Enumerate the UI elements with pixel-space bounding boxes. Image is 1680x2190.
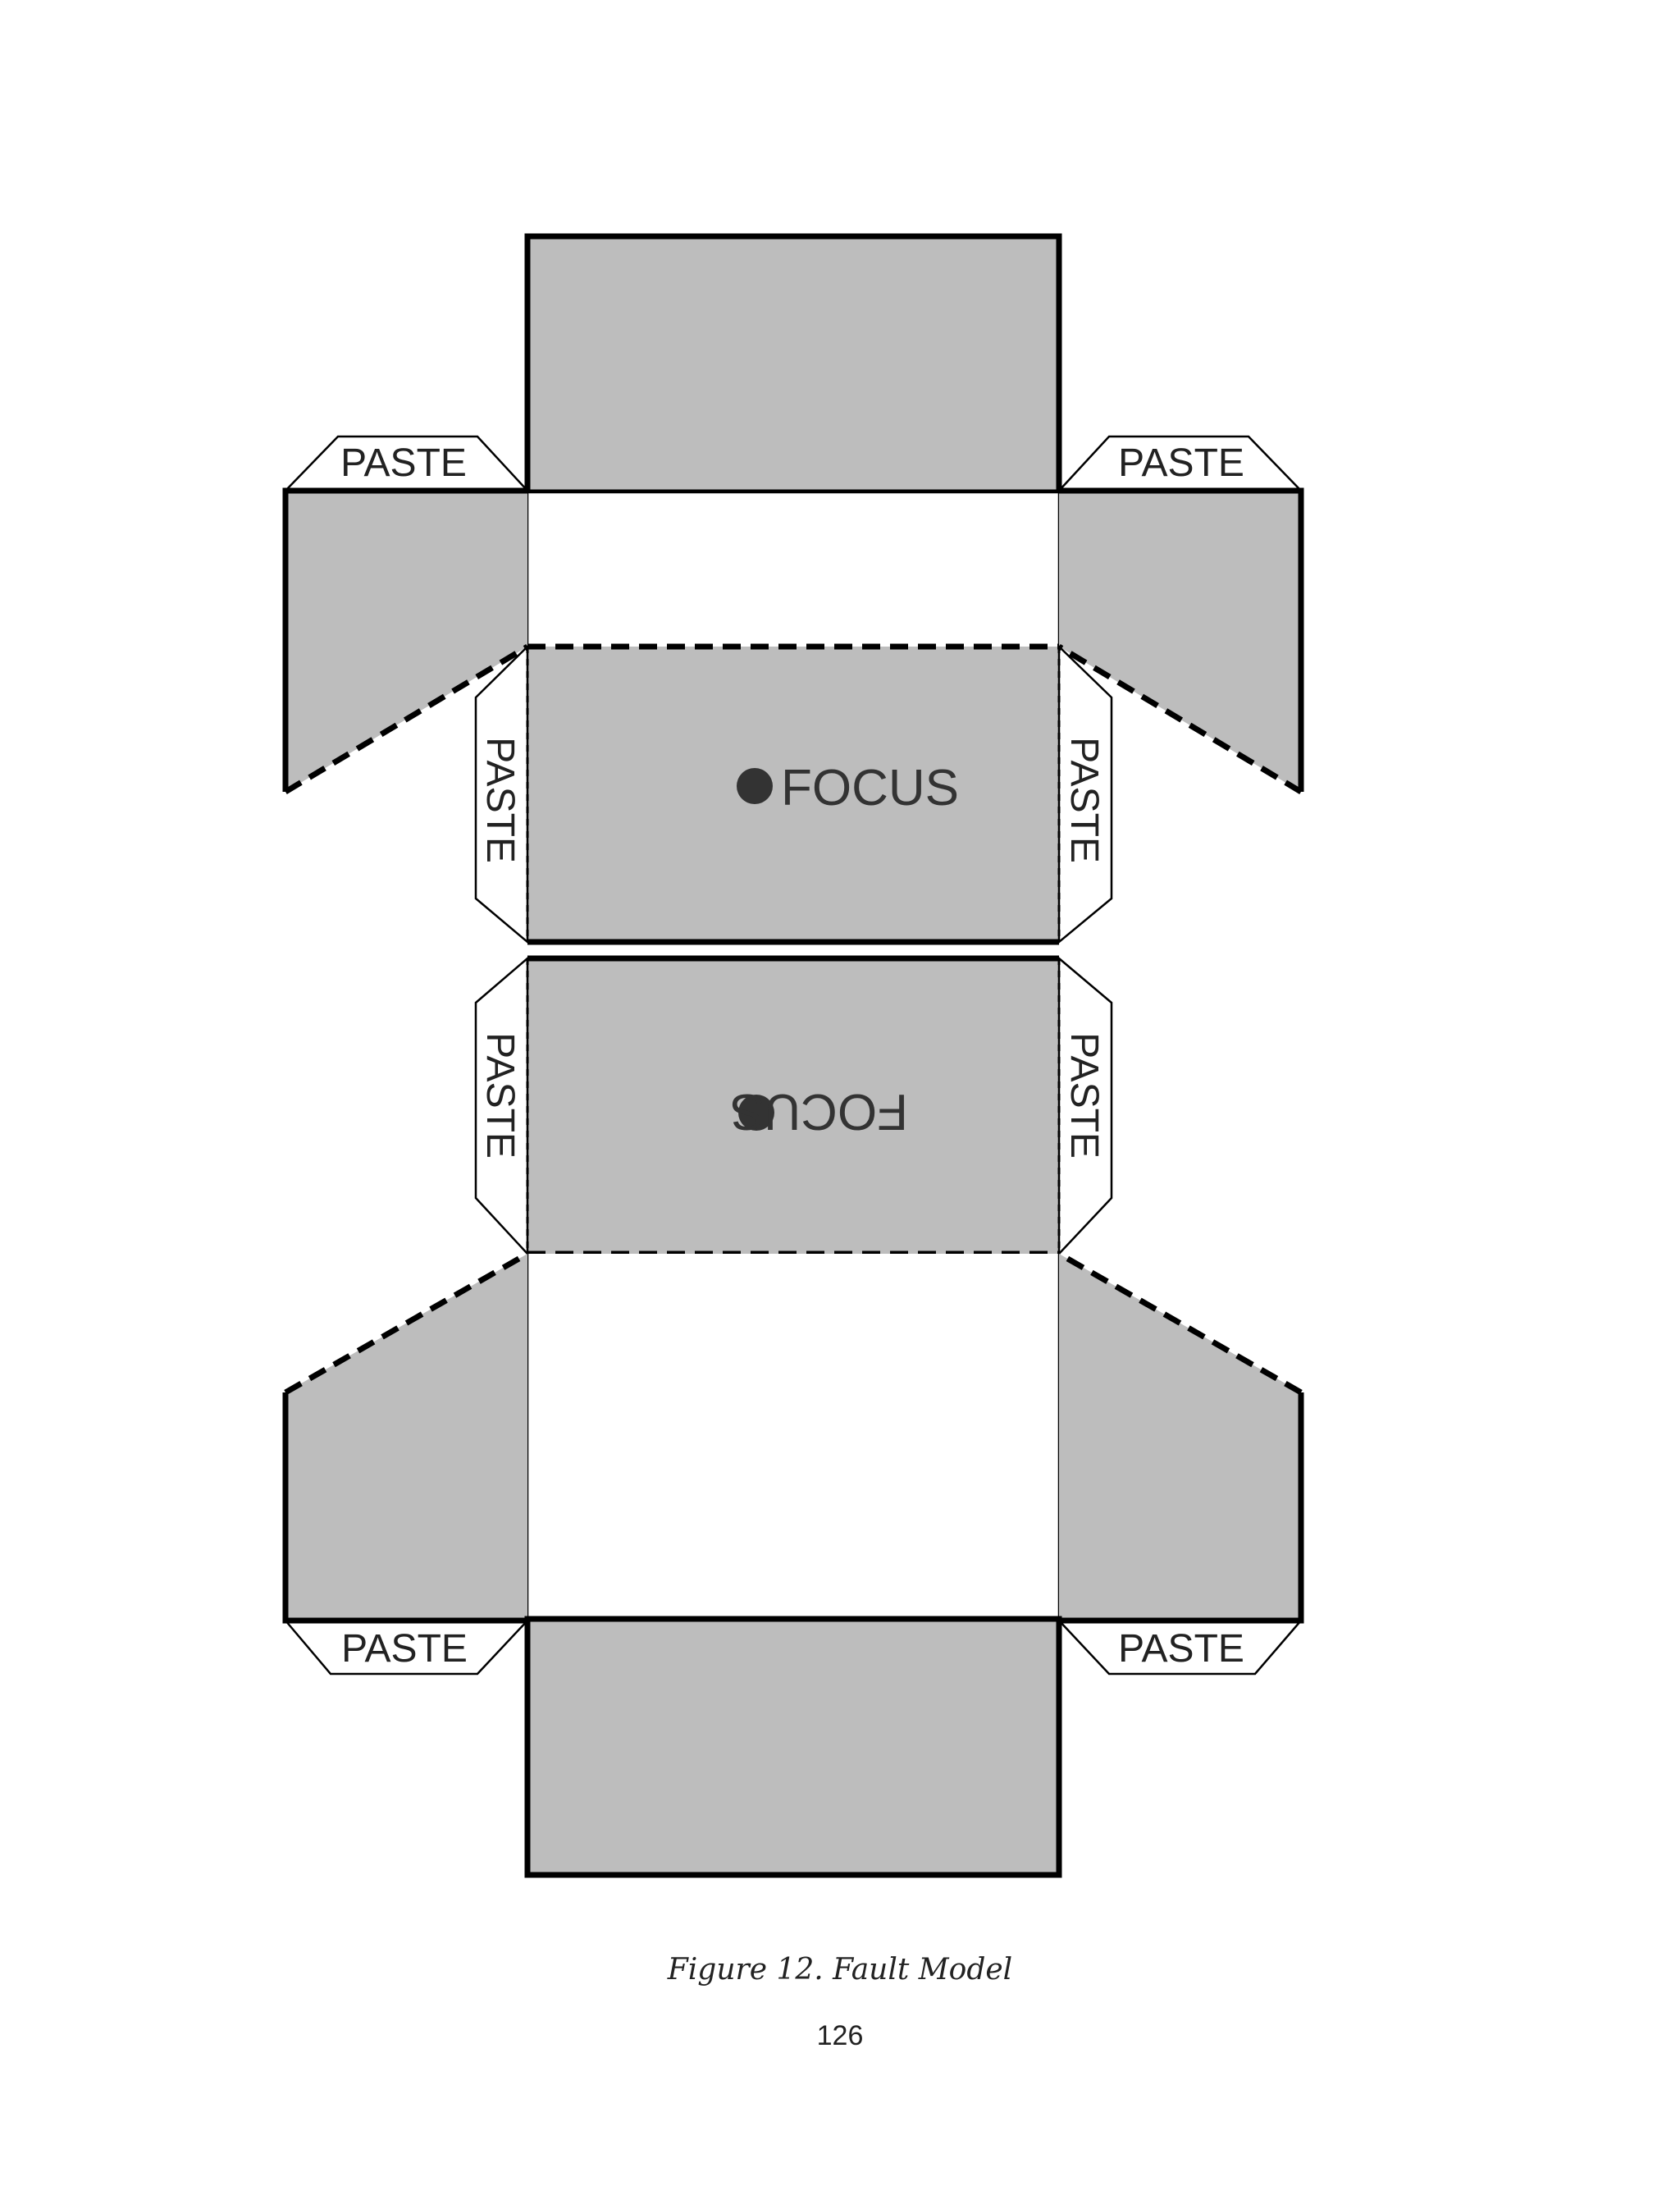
paste-label-mid-upper-right: PASTE (1062, 737, 1106, 863)
paste-tab-mid-upper-right (1057, 644, 1113, 944)
paste-tab-bottom-left (283, 1619, 530, 1676)
focus-dot-upper (737, 768, 773, 804)
focus-dot-lower (738, 1095, 774, 1131)
paste-label-mid-upper-left: PASTE (478, 737, 522, 863)
lower-focus-panel (527, 958, 1059, 1254)
paste-tab-top-right (1057, 435, 1303, 492)
page-number: 126 (816, 2020, 864, 2051)
top-panel (527, 236, 1059, 492)
paste-tab-mid-upper-left (474, 644, 529, 944)
bottom-panel (527, 1619, 1059, 1875)
upper-focus-panel (527, 647, 1059, 942)
paste-tab-mid-lower-left (474, 956, 529, 1257)
top-white-band (527, 492, 1059, 647)
paste-label-bottom-left: PASTE (341, 1627, 468, 1671)
paste-label-mid-lower-left: PASTE (478, 1032, 522, 1159)
lower-left-flap (285, 1254, 527, 1621)
paste-label-top-left: PASTE (340, 441, 467, 485)
upper-left-flap (285, 491, 527, 792)
paste-label-bottom-right: PASTE (1118, 1627, 1244, 1671)
focus-label-upper: FOCUS (781, 760, 959, 816)
paste-label-top-right: PASTE (1118, 441, 1244, 485)
bottom-white-band (527, 1254, 1059, 1619)
paste-tab-mid-lower-right (1057, 956, 1113, 1257)
lower-right-flap (1059, 1254, 1301, 1621)
focus-label-lower: FOCUS (730, 1083, 908, 1140)
paste-tab-top-left (283, 435, 530, 492)
figure-caption: Figure 12. Fault Model (667, 1953, 1013, 1987)
paste-label-mid-lower-right: PASTE (1062, 1032, 1106, 1159)
paste-tab-bottom-right (1057, 1619, 1303, 1676)
upper-right-flap (1059, 491, 1301, 792)
